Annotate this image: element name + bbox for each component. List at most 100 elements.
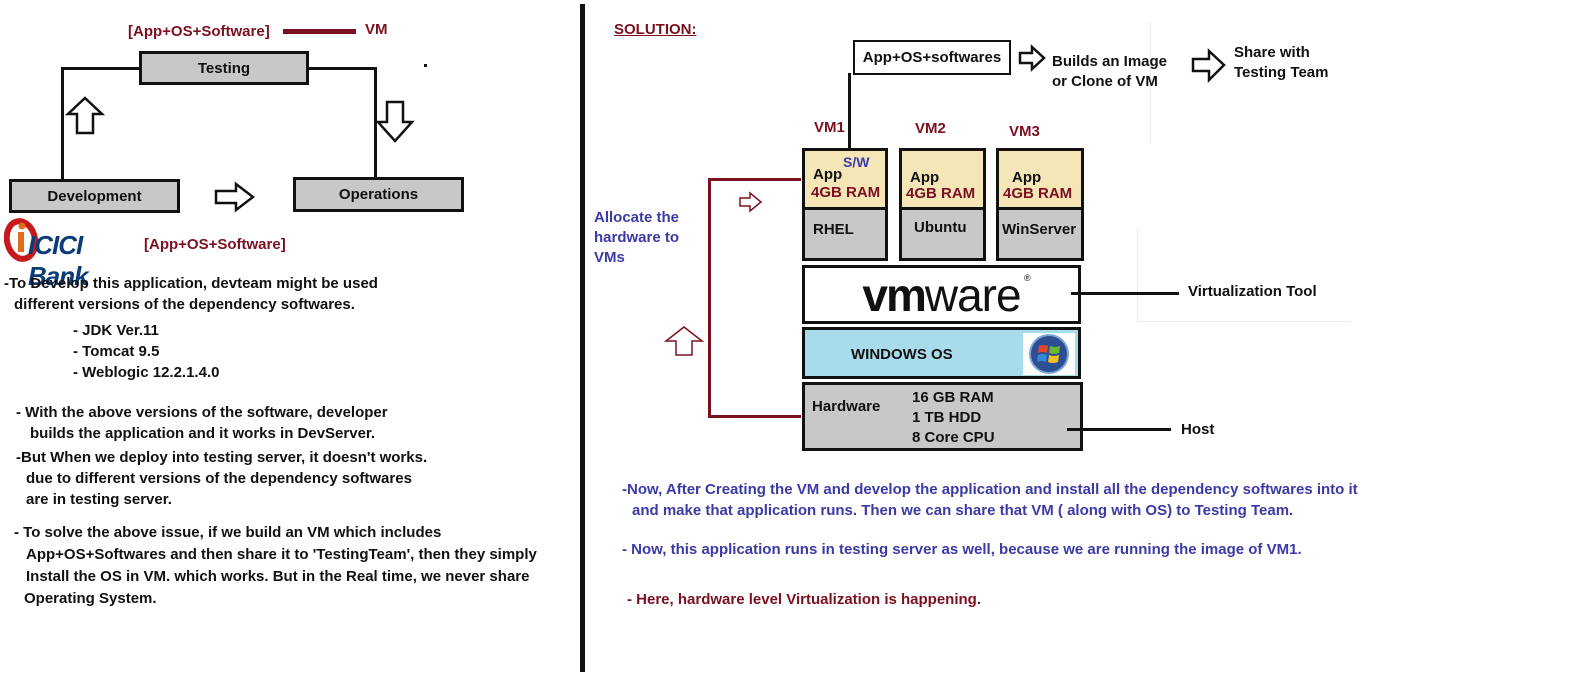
para-deploy: -But When we deploy into testing server,… bbox=[16, 447, 427, 510]
vm2-box: App 4GB RAM Ubuntu bbox=[899, 148, 986, 261]
vm-definition-label: [App+OS+Software] bbox=[128, 23, 270, 40]
vmware-box: vm ware ® bbox=[802, 265, 1081, 324]
para-builds-line2: builds the application and it works in D… bbox=[30, 425, 376, 442]
vm3-os-label: WinServer bbox=[1002, 221, 1077, 238]
windows-logo-icon bbox=[1023, 333, 1075, 375]
vmware-registered-mark: ® bbox=[1023, 272, 1031, 283]
dev-testing-connector-h bbox=[61, 67, 141, 70]
vm1-app-section: S/W App 4GB RAM bbox=[805, 151, 885, 210]
builds-image-line2: or Clone of VM bbox=[1052, 73, 1158, 90]
allocate-line1: Allocate the bbox=[594, 209, 680, 226]
builds-image-line1: Builds an Image bbox=[1052, 53, 1168, 70]
host-connector bbox=[1067, 428, 1171, 431]
icici-logo: ICICI Bank bbox=[4, 216, 124, 291]
dev-testing-connector-v bbox=[61, 67, 64, 180]
vm-label: VM bbox=[365, 21, 388, 38]
vm1-app-label: App bbox=[813, 166, 843, 183]
vm3-label: VM3 bbox=[1009, 123, 1040, 140]
dependency-list: - JDK Ver.11 - Tomcat 9.5 - Weblogic 12.… bbox=[73, 320, 219, 383]
allocate-line3: VMs bbox=[594, 249, 625, 266]
vm1-os-label: RHEL bbox=[813, 221, 854, 238]
vm1-sw-label: S/W bbox=[843, 154, 870, 170]
testing-ops-connector-h bbox=[309, 67, 377, 70]
icici-logo-text: ICICI Bank bbox=[28, 230, 89, 291]
testing-label: Testing bbox=[197, 59, 251, 77]
para-solve-line2: App+OS+Softwares and then share it to 'T… bbox=[26, 546, 537, 563]
solution-heading: SOLUTION: bbox=[614, 21, 697, 38]
allocate-line2: hardware to bbox=[594, 229, 680, 246]
host-label: Host bbox=[1181, 421, 1215, 438]
para-solve-line4: Operating System. bbox=[24, 590, 157, 607]
allocate-bracket-bottom bbox=[708, 415, 801, 418]
vm1-label: VM1 bbox=[814, 119, 845, 136]
windows-os-box: WINDOWS OS bbox=[802, 327, 1081, 379]
testing-box: Testing bbox=[139, 51, 309, 85]
virtualization-connector bbox=[1071, 292, 1179, 295]
share-testing-line2: Testing Team bbox=[1234, 64, 1329, 81]
note-share-vm: -Now, After Creating the VM and develop … bbox=[622, 479, 1358, 521]
vm2-label: VM2 bbox=[915, 120, 946, 137]
hardware-box: Hardware 16 GB RAM 1 TB HDD 8 Core CPU bbox=[802, 382, 1083, 451]
definition-connector bbox=[283, 29, 356, 34]
builds-image-text: Builds an Image or Clone of VM bbox=[1052, 52, 1167, 92]
note-share-vm-line2: and make that application runs. Then we … bbox=[632, 502, 1294, 519]
allocate-bracket-top bbox=[708, 178, 801, 181]
vm2-app-label: App bbox=[910, 169, 940, 186]
note-share-vm-line1: -Now, After Creating the VM and develop … bbox=[622, 481, 1358, 498]
vmware-logo-vm: vm bbox=[862, 268, 927, 321]
vm1-image-connector bbox=[848, 73, 851, 149]
vm1-box: S/W App 4GB RAM RHEL bbox=[802, 148, 888, 261]
vm3-box: App 4GB RAM WinServer bbox=[996, 148, 1084, 261]
windows-os-label: WINDOWS OS bbox=[851, 346, 953, 363]
vm1-ram-label: 4GB RAM bbox=[811, 184, 881, 201]
virtualization-tool-label: Virtualization Tool bbox=[1188, 283, 1317, 300]
stray-dot bbox=[424, 64, 427, 67]
operations-box: Operations bbox=[293, 177, 464, 212]
image-box-label: App+OS+softwares bbox=[862, 49, 1002, 66]
development-box: Development bbox=[9, 179, 180, 213]
up-arrow-icon bbox=[64, 96, 106, 135]
operations-label: Operations bbox=[338, 186, 419, 203]
image-box: App+OS+softwares bbox=[853, 40, 1011, 75]
para-develop-line2: different versions of the dependency sof… bbox=[14, 296, 355, 313]
logo-caption: [App+OS+Software] bbox=[144, 236, 286, 253]
faint-frame-line bbox=[1137, 228, 1138, 322]
note-hardware-virtualization: - Here, hardware level Virtualization is… bbox=[627, 591, 981, 608]
dependency-jdk: - JDK Ver.11 bbox=[73, 322, 159, 339]
panel-divider bbox=[580, 4, 585, 672]
development-label: Development bbox=[47, 187, 142, 205]
vm2-ram-label: 4GB RAM bbox=[906, 185, 976, 202]
vmware-logo: vm ware ® bbox=[862, 268, 1030, 321]
hardware-cpu: 8 Core CPU bbox=[912, 429, 995, 446]
hardware-ram: 16 GB RAM bbox=[912, 389, 994, 406]
dependency-weblogic: - Weblogic 12.2.1.4.0 bbox=[73, 364, 220, 381]
allocate-bracket-side bbox=[708, 178, 711, 418]
vmware-logo-ware: ware bbox=[924, 268, 1022, 321]
vm2-app-section: App 4GB RAM bbox=[902, 151, 983, 210]
para-solve: - To solve the above issue, if we build … bbox=[14, 522, 537, 610]
share-testing-line1: Share with bbox=[1234, 44, 1310, 61]
right-arrow-icon bbox=[214, 181, 256, 213]
vm3-ram-label: 4GB RAM bbox=[1003, 185, 1073, 202]
para-develop: -To Develop this application, devteam mi… bbox=[4, 273, 378, 315]
right-arrow-icon bbox=[1018, 44, 1046, 72]
note-testing-server: - Now, this application runs in testing … bbox=[622, 541, 1302, 558]
down-arrow-icon bbox=[375, 100, 415, 143]
hardware-hdd: 1 TB HDD bbox=[912, 409, 982, 426]
vm3-app-section: App 4GB RAM bbox=[999, 151, 1081, 210]
para-deploy-line2: due to different versions of the depende… bbox=[26, 470, 412, 487]
allocate-right-arrow-icon bbox=[739, 191, 763, 213]
faint-frame-line bbox=[1150, 22, 1151, 142]
faint-frame-line bbox=[1137, 321, 1351, 322]
right-arrow-icon bbox=[1191, 48, 1226, 84]
para-deploy-line3: are in testing server. bbox=[26, 491, 172, 508]
para-builds: - With the above versions of the softwar… bbox=[16, 402, 388, 444]
para-solve-line1: - To solve the above issue, if we build … bbox=[14, 524, 442, 541]
vm3-app-label: App bbox=[1012, 169, 1042, 186]
para-builds-line1: - With the above versions of the softwar… bbox=[16, 404, 388, 421]
para-solve-line3: Install the OS in VM. which works. But i… bbox=[26, 568, 530, 585]
testing-ops-connector-v bbox=[374, 67, 377, 178]
hardware-label: Hardware bbox=[812, 398, 881, 415]
para-develop-line1: -To Develop this application, devteam mi… bbox=[4, 275, 378, 292]
para-deploy-line1: -But When we deploy into testing server,… bbox=[16, 449, 428, 466]
